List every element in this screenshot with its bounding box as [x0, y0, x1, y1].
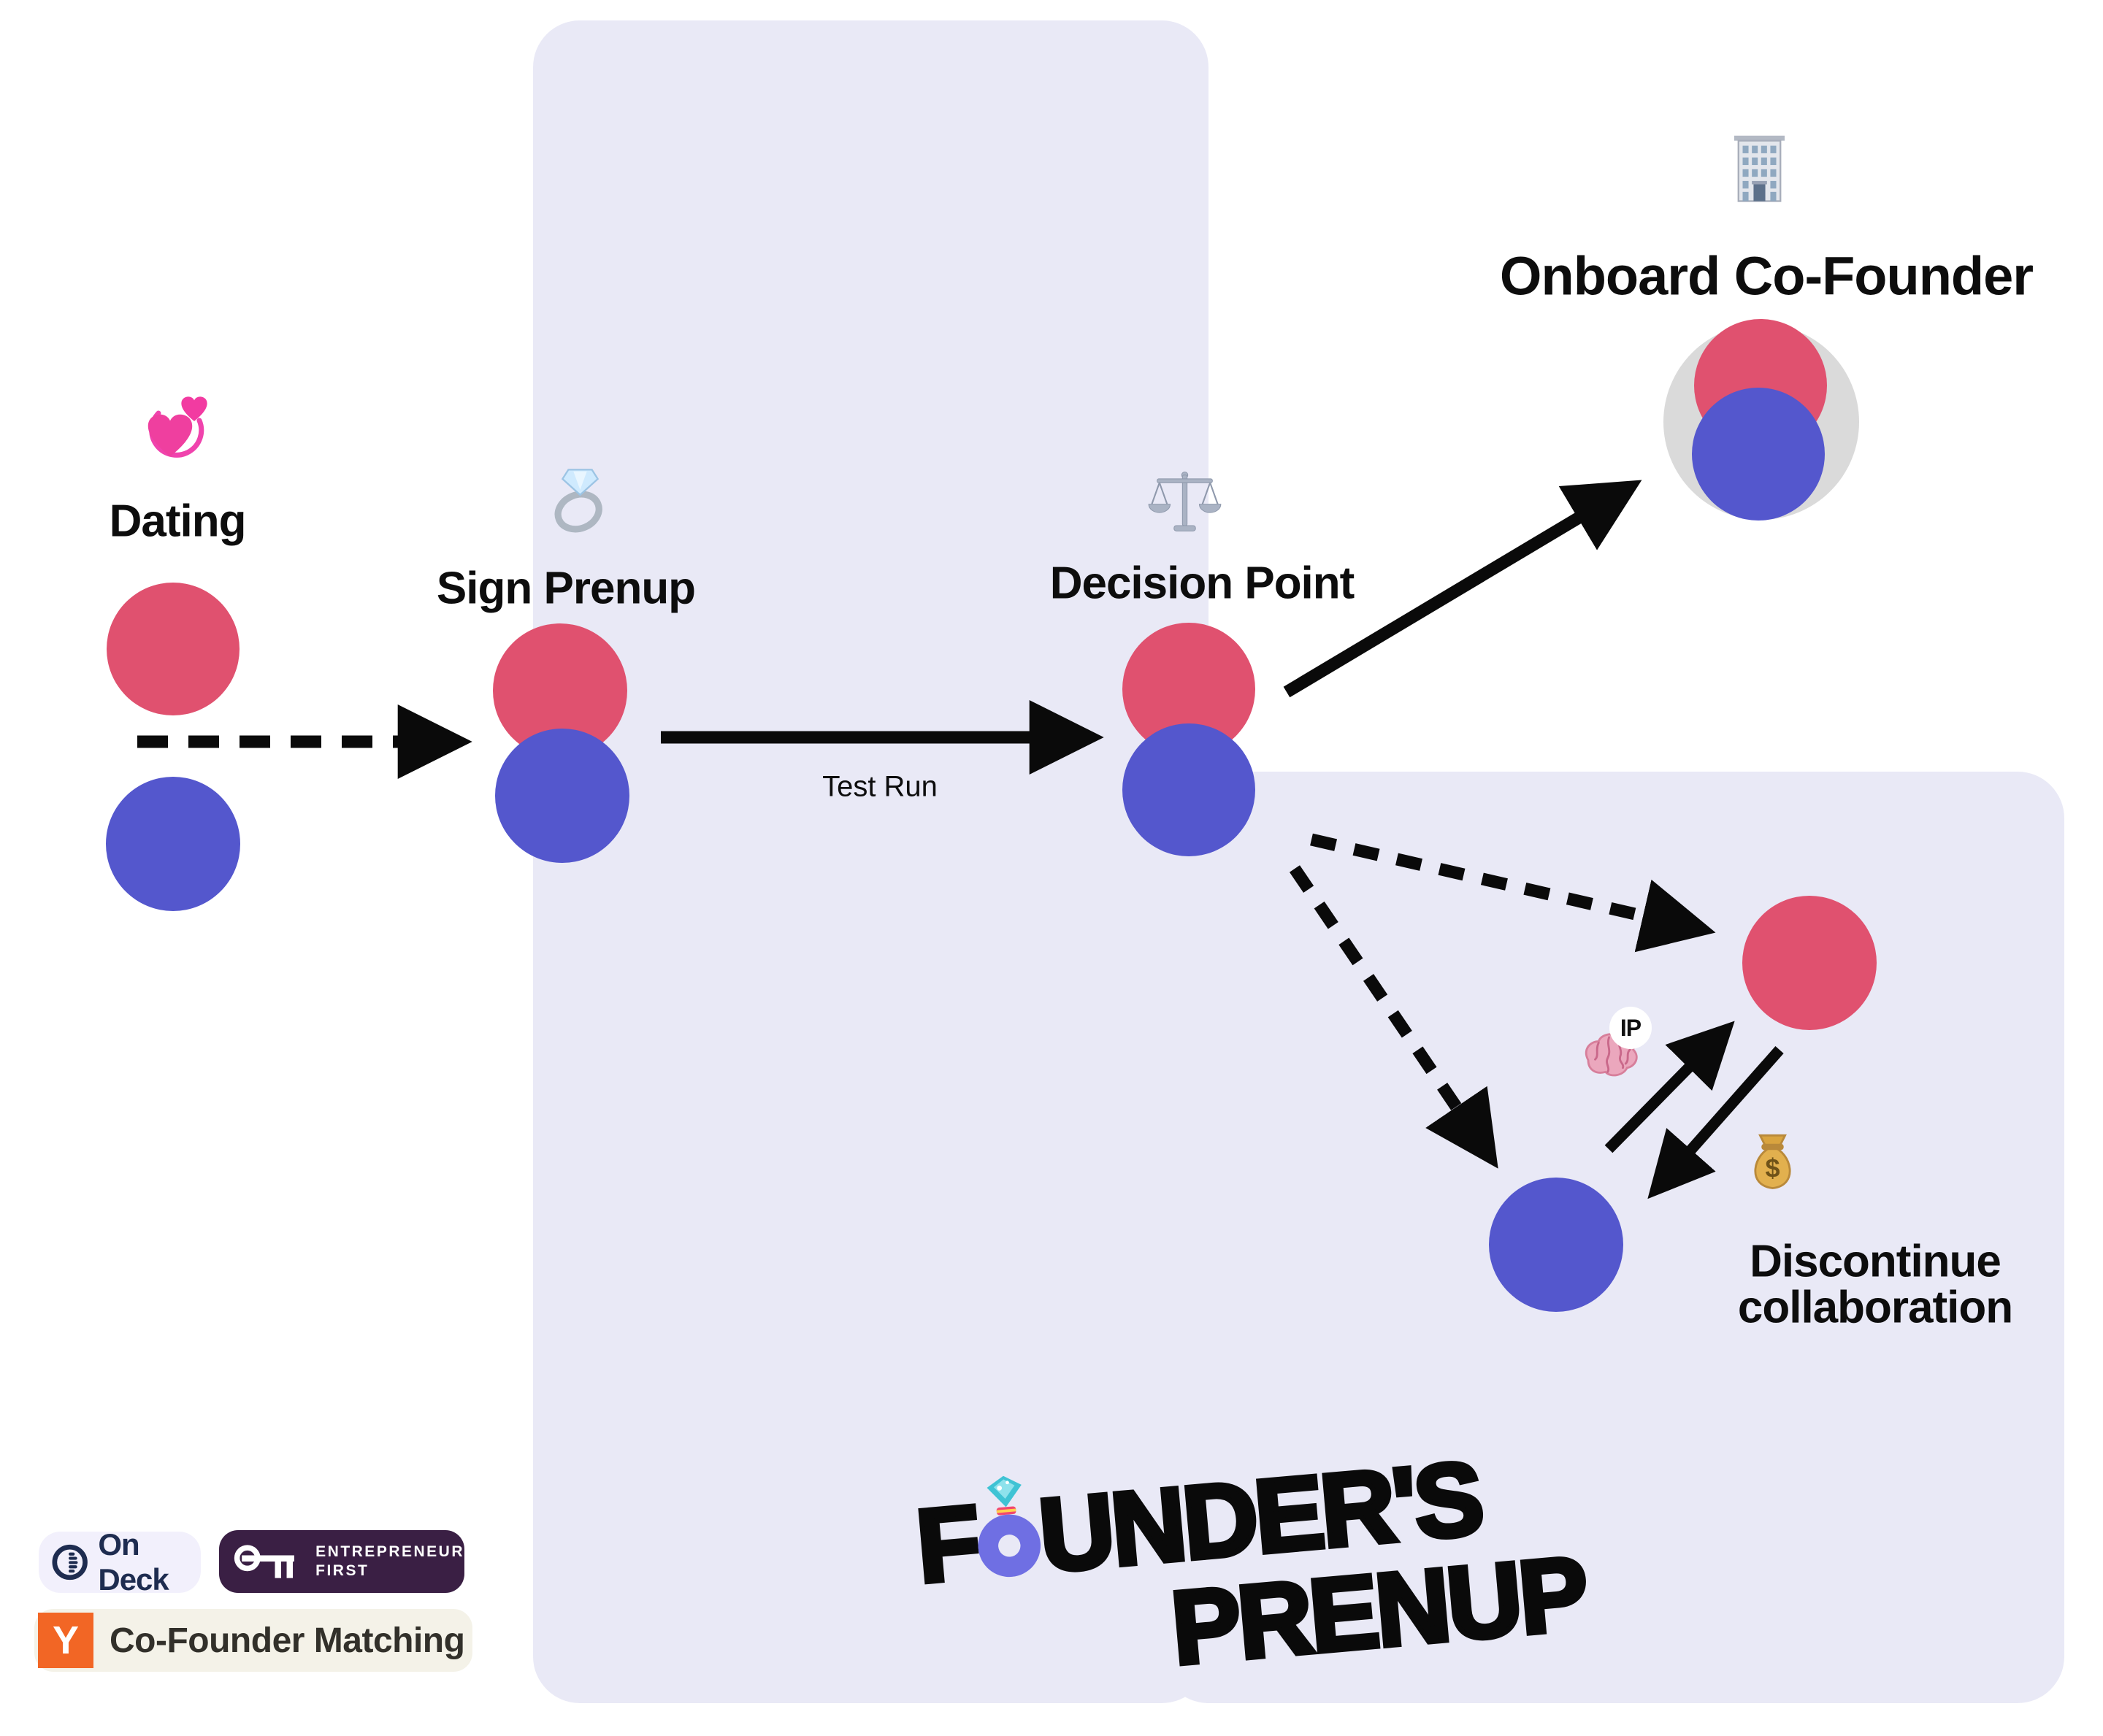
balance-scale-icon: [1148, 471, 1222, 531]
sign-prenup-label: Sign Prenup: [436, 563, 696, 614]
discontinue-label-line2: collaboration: [1737, 1282, 2013, 1333]
ip-badge: IP: [1609, 1007, 1652, 1049]
discontinue-label-line1: Discontinue: [1750, 1236, 2002, 1287]
diamond-ring-icon: [978, 1475, 1041, 1578]
dating-pink-founder-circle: [107, 583, 240, 715]
test-run-label: Test Run: [822, 770, 938, 803]
dating-label: Dating: [109, 496, 247, 547]
decision-blue-founder-circle: [1122, 723, 1255, 856]
separated-blue-founder-circle: [1489, 1178, 1623, 1312]
yc-cofounder-matching-logo: Y Co-Founder Matching: [34, 1609, 472, 1672]
ef-label-line2: FIRST: [315, 1562, 369, 1579]
money-bag-icon: $: [1754, 1134, 1791, 1189]
onboard-cofounder-label: Onboard Co-Founder: [1499, 245, 2034, 307]
decision-point-label: Decision Point: [1049, 558, 1355, 609]
svg-text:$: $: [1765, 1153, 1780, 1183]
logo-line1: F UNDER'S: [910, 1432, 1488, 1608]
ring-icon: [554, 469, 602, 533]
revolving-hearts-icon: [148, 396, 207, 458]
separated-pink-founder-circle: [1742, 896, 1877, 1030]
office-building-icon: [1734, 135, 1785, 202]
dating-blue-founder-circle: [106, 777, 240, 911]
cofounder-matching-label: Co-Founder Matching: [110, 1621, 465, 1660]
ef-monogram-icon: [234, 1545, 294, 1578]
ef-label-line1: ENTREPRENEUR: [315, 1543, 464, 1560]
ondeck-logo: On Deck: [39, 1527, 201, 1597]
y-combinator-icon: Y: [38, 1613, 93, 1668]
prenup-stage-panel: [533, 20, 1208, 1703]
ondeck-label: On Deck: [98, 1527, 169, 1597]
entrepreneur-first-logo: ENTREPRENEUR FIRST: [219, 1530, 464, 1593]
ondeck-icon: [52, 1544, 88, 1581]
prenup-blue-founder-circle: [495, 729, 629, 863]
onboard-blue-founder-circle: [1692, 388, 1825, 521]
